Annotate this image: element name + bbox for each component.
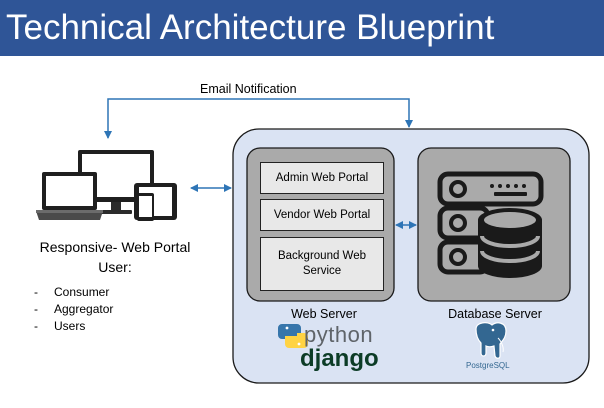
admin-web-portal-box: Admin Web Portal bbox=[260, 162, 384, 194]
portal-title-line2: User: bbox=[98, 259, 132, 275]
bullet-dash: - bbox=[34, 302, 38, 316]
user-type-aggregator: Aggregator bbox=[54, 302, 114, 316]
postgresql-wordmark: PostgreSQL bbox=[466, 361, 510, 370]
admin-web-portal-label: Admin Web Portal bbox=[275, 171, 369, 184]
database-server-icon bbox=[437, 171, 544, 278]
django-wordmark: django bbox=[300, 345, 379, 372]
postgresql-elephant-logo bbox=[475, 322, 507, 359]
list-item: - Aggregator bbox=[34, 301, 113, 318]
devices-icon bbox=[36, 150, 177, 221]
background-web-service-box: Background Web Service bbox=[260, 237, 384, 291]
email-notification-connector bbox=[104, 98, 413, 139]
list-item: - Users bbox=[34, 318, 113, 335]
background-web-service-label: Background Web Service bbox=[277, 250, 366, 277]
portal-title: Responsive- Web Portal User: bbox=[0, 237, 230, 277]
page-title: Technical Architecture Blueprint bbox=[6, 8, 495, 47]
vendor-web-portal-box: Vendor Web Portal bbox=[260, 199, 384, 231]
database-server-label: Database Server bbox=[448, 307, 542, 321]
python-logo bbox=[278, 324, 308, 348]
vendor-web-portal-label: Vendor Web Portal bbox=[273, 208, 371, 221]
bullet-dash: - bbox=[34, 285, 38, 299]
user-type-consumer: Consumer bbox=[54, 285, 110, 299]
python-wordmark: python bbox=[304, 322, 374, 347]
list-item: - Consumer bbox=[34, 284, 113, 301]
user-type-users: Users bbox=[54, 319, 86, 333]
portal-title-line1: Responsive- Web Portal bbox=[39, 239, 191, 255]
email-notification-label: Email Notification bbox=[200, 82, 297, 96]
title-bar: Technical Architecture Blueprint bbox=[0, 0, 604, 56]
bullet-dash: - bbox=[34, 319, 38, 333]
user-list: - Consumer - Aggregator - Users bbox=[34, 284, 113, 335]
web-server-label: Web Server bbox=[291, 307, 357, 321]
